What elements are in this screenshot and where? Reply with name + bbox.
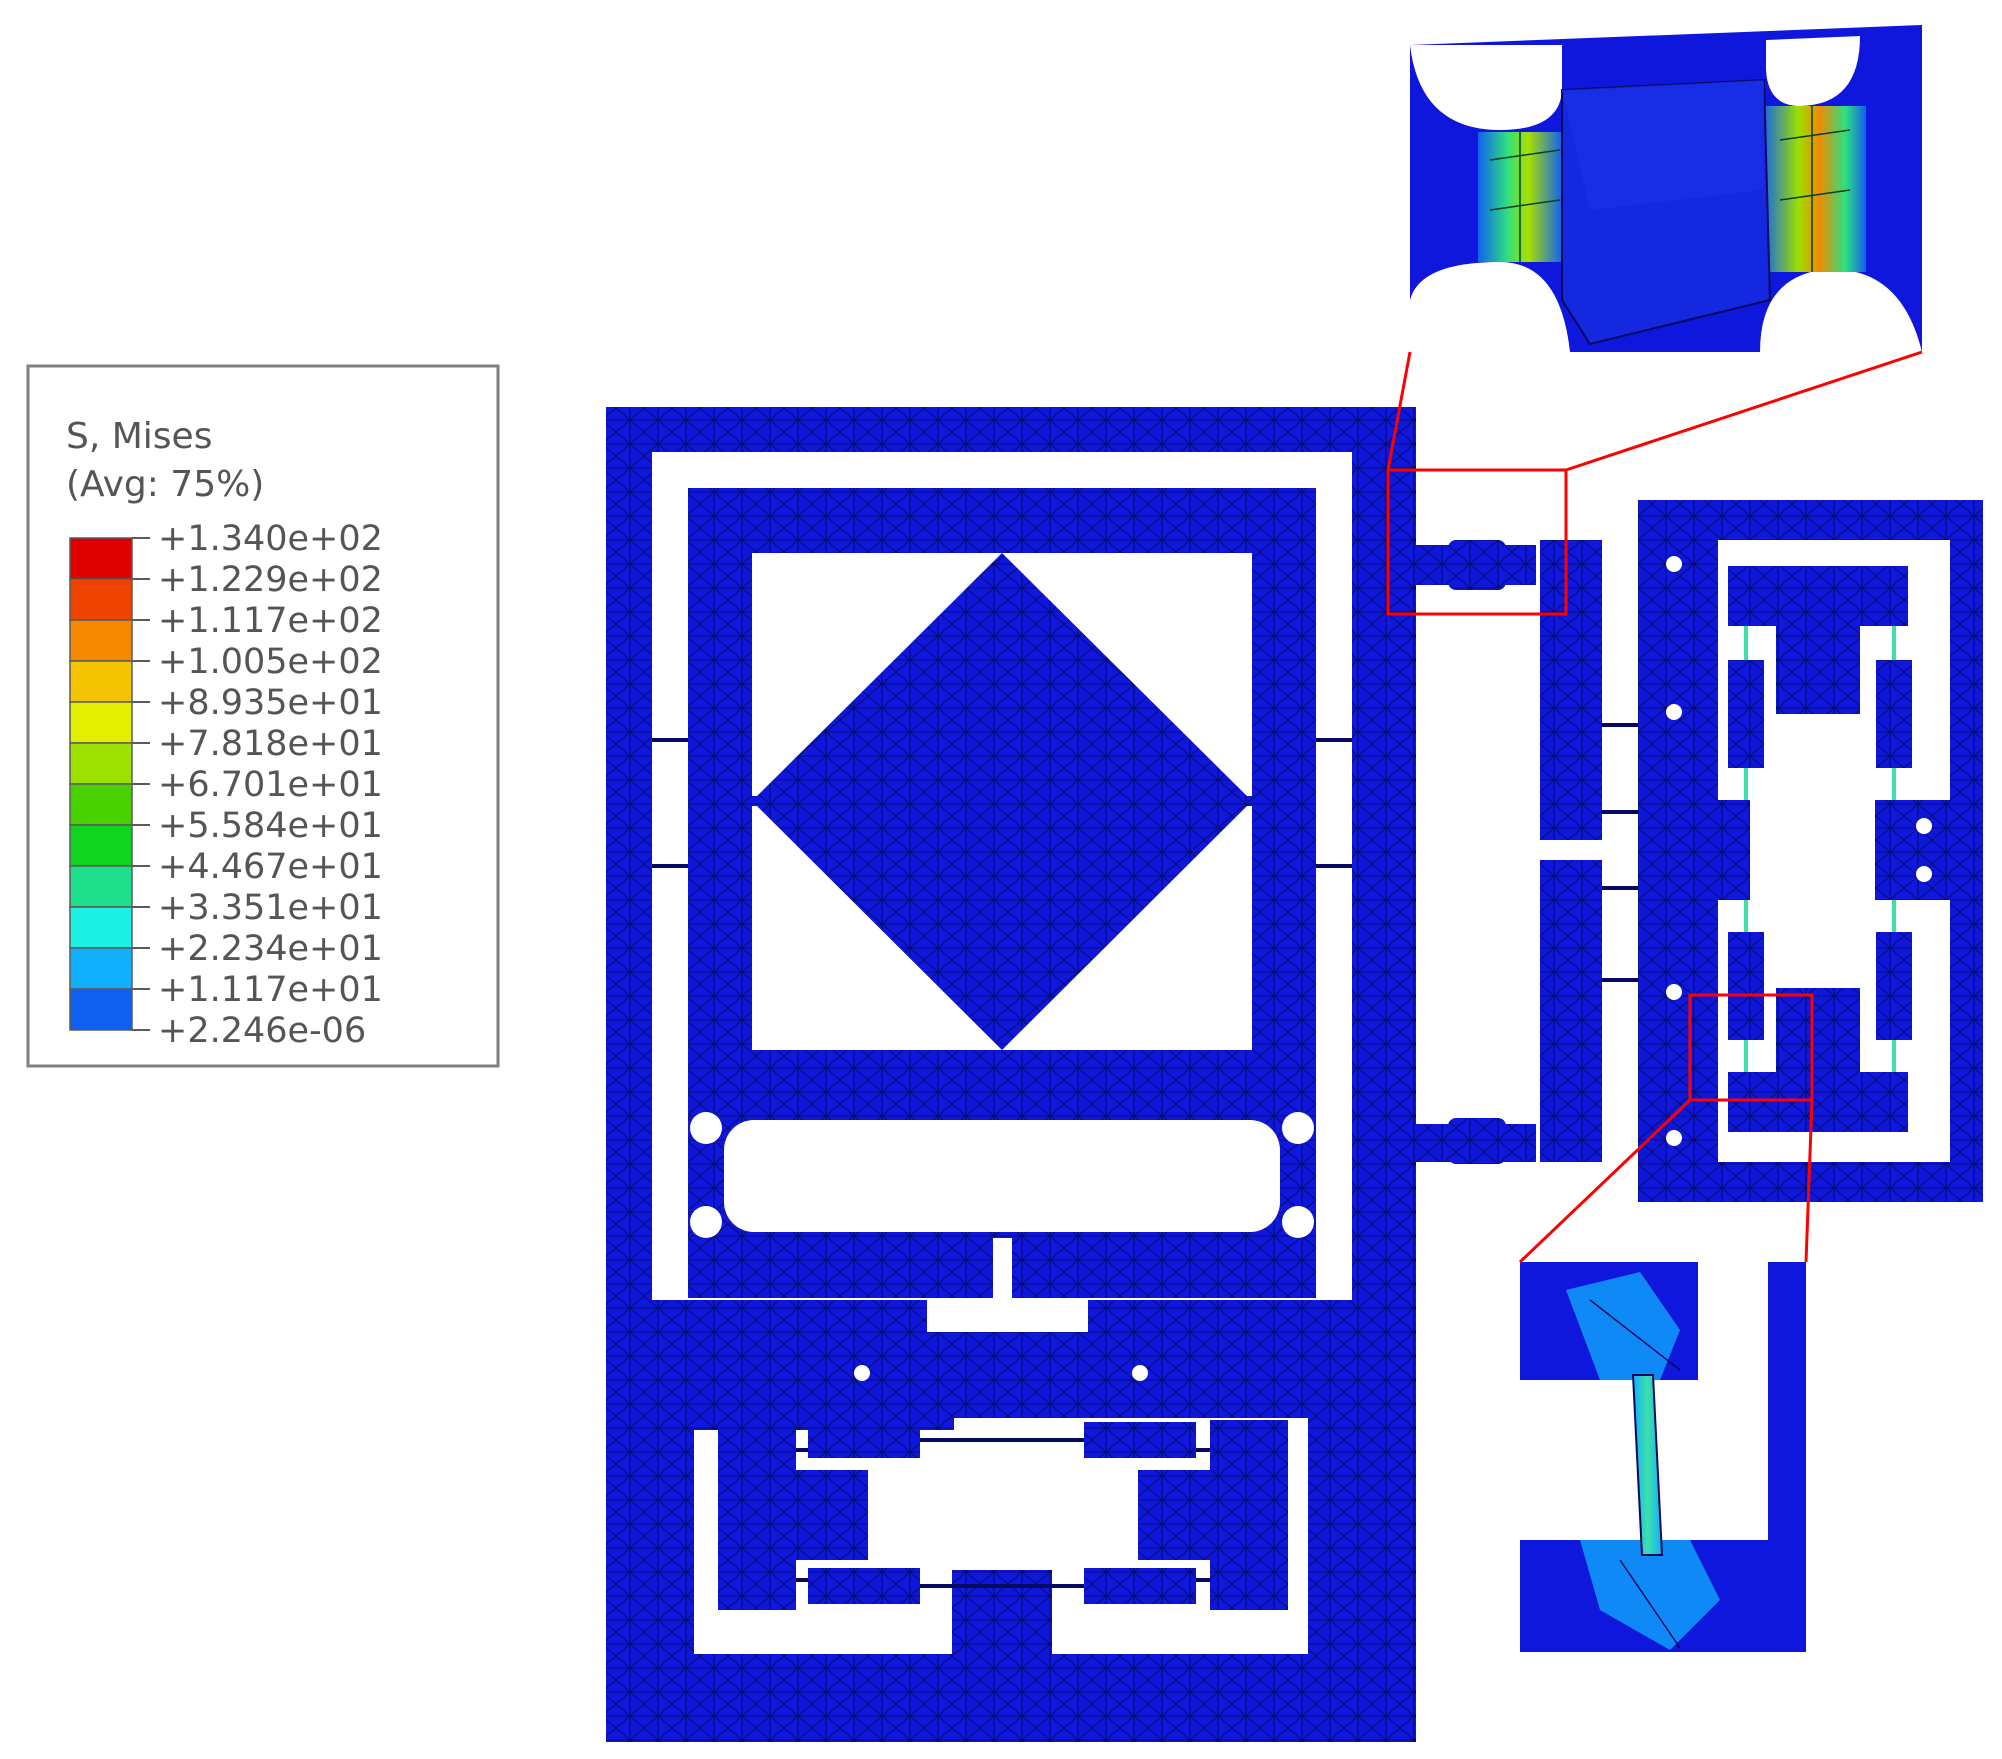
- bottom-block-left-inner: [796, 1470, 868, 1560]
- vertical-beam-upper: [1540, 540, 1602, 840]
- legend-label: +8.935e+01: [158, 683, 383, 723]
- right-top-block: [1728, 566, 1908, 626]
- bottom-block-right: [1210, 1420, 1288, 1610]
- legend-label: +6.701e+01: [158, 765, 383, 805]
- top-inset-stress-right: [1762, 106, 1866, 272]
- legend-swatch: [69, 783, 133, 826]
- bottom-block-left: [718, 1420, 796, 1610]
- top-inset-notch-right-bottom: [1760, 269, 1922, 352]
- legend-label: +2.234e+01: [158, 929, 383, 969]
- anchor-hole-left: [854, 1365, 870, 1381]
- legend-label: +7.818e+01: [158, 724, 383, 764]
- legend-swatch: [69, 988, 133, 1031]
- stress-legend: S, Mises (Avg: 75%) +1.340e+02+1.229e+02…: [26, 364, 500, 1068]
- legend-label: +1.117e+02: [158, 601, 383, 641]
- flexure-bottom-link: [1448, 1118, 1506, 1164]
- bottom-center-stem: [952, 1570, 1052, 1654]
- legend-label: +4.467e+01: [158, 847, 383, 887]
- callout-line-top-left: [1386, 351, 1412, 471]
- legend-swatch: [69, 578, 133, 621]
- notch-right-bottom: [1282, 1206, 1314, 1238]
- legend-swatches: +1.340e+02+1.229e+02+1.117e+02+1.005e+02…: [69, 519, 383, 1051]
- callout-line-bottom-left: [1518, 1098, 1692, 1264]
- callouts: [1386, 350, 1923, 1264]
- bottom-block-right-inner: [1138, 1470, 1210, 1560]
- legend-swatch: [69, 537, 133, 580]
- slot-opening: [724, 1120, 1280, 1232]
- top-inset-block-face: [1562, 80, 1764, 210]
- legend-swatch: [69, 824, 133, 867]
- notch-left-bottom: [690, 1206, 722, 1238]
- right-hole-1: [1666, 556, 1682, 572]
- right-hole-2: [1666, 704, 1682, 720]
- callout-box-bottom: [1688, 993, 1814, 1102]
- legend-label: +1.117e+01: [158, 970, 383, 1010]
- legend-swatch: [69, 619, 133, 662]
- right-mid-block-right: [1875, 800, 1955, 900]
- top-inset-mesh-3: [1779, 129, 1851, 141]
- bottom-pad-ul: [808, 1422, 920, 1458]
- right-hole-3: [1666, 984, 1682, 1000]
- flexure-top-link: [1448, 540, 1506, 590]
- bottom-zoom-inset: [1520, 1262, 1806, 1652]
- top-inset-notch-left-bottom: [1410, 262, 1570, 352]
- lower-block-left: [688, 1238, 993, 1298]
- bottom-inset-mesh-1: [1589, 1299, 1681, 1371]
- legend-swatch: [69, 865, 133, 908]
- right-hole-5: [1916, 818, 1932, 834]
- right-hole-4: [1666, 1130, 1682, 1146]
- legend-swatch: [69, 660, 133, 703]
- top-inset-mesh-2: [1489, 199, 1561, 211]
- right-spring-ll: [1728, 932, 1764, 1040]
- callout-line-top-right: [1565, 350, 1923, 472]
- legend-swatch: [69, 947, 133, 990]
- right-top-stem: [1776, 626, 1860, 714]
- legend-title: S, Mises: [66, 416, 212, 457]
- notch-left-top: [690, 1112, 722, 1144]
- bottom-pad-lr: [1084, 1568, 1196, 1604]
- callout-box-top: [1386, 468, 1568, 616]
- callout-line-bottom-right: [1804, 1099, 1814, 1263]
- lower-block-right: [1012, 1238, 1316, 1298]
- vertical-beam-lower: [1540, 860, 1602, 1162]
- bottom-pad-ur: [1084, 1422, 1196, 1458]
- bottom-inset-bottom-stress: [1580, 1540, 1720, 1650]
- legend-swatch: [69, 906, 133, 949]
- right-spring-ur: [1876, 660, 1912, 768]
- bottom-inset-beam: [1631, 1374, 1664, 1556]
- legend-label: +1.340e+02: [158, 519, 383, 559]
- top-inset-mesh-4: [1779, 189, 1851, 201]
- legend-label: +1.229e+02: [158, 560, 383, 600]
- right-spring-ul: [1728, 660, 1764, 768]
- top-inset-notch-left-top: [1410, 45, 1562, 130]
- diamond-cross-h: [752, 796, 1252, 806]
- notch-right-top: [1282, 1112, 1314, 1144]
- right-bottom-stem: [1776, 988, 1860, 1072]
- legend-label: +3.351e+01: [158, 888, 383, 928]
- right-device: [1638, 500, 1983, 1202]
- legend-subtitle: (Avg: 75%): [66, 464, 264, 505]
- left-device: [606, 407, 1416, 1742]
- bottom-anchor-right: [1088, 1300, 1352, 1415]
- bottom-anchor-left: [652, 1300, 927, 1415]
- legend-label: +5.584e+01: [158, 806, 383, 846]
- bottom-pad-ll: [808, 1568, 920, 1604]
- legend-swatch: [69, 701, 133, 744]
- right-hole-6: [1916, 866, 1932, 882]
- right-spring-lr: [1876, 932, 1912, 1040]
- connecting-flexures: [1416, 540, 1638, 1164]
- right-bottom-block: [1728, 1072, 1908, 1132]
- top-zoom-inset: [1410, 25, 1922, 352]
- bottom-inset-mesh-2: [1619, 1559, 1681, 1649]
- legend-label: +1.005e+02: [158, 642, 383, 682]
- anchor-hole-right: [1132, 1365, 1148, 1381]
- top-inset-mesh-1: [1489, 149, 1561, 161]
- legend-label: +2.246e-06: [158, 1011, 366, 1051]
- top-inset-notch-right-top: [1766, 36, 1860, 106]
- right-mid-block-left: [1642, 800, 1750, 900]
- right-left-column-bottom: [1642, 945, 1714, 1197]
- legend-swatch: [69, 742, 133, 785]
